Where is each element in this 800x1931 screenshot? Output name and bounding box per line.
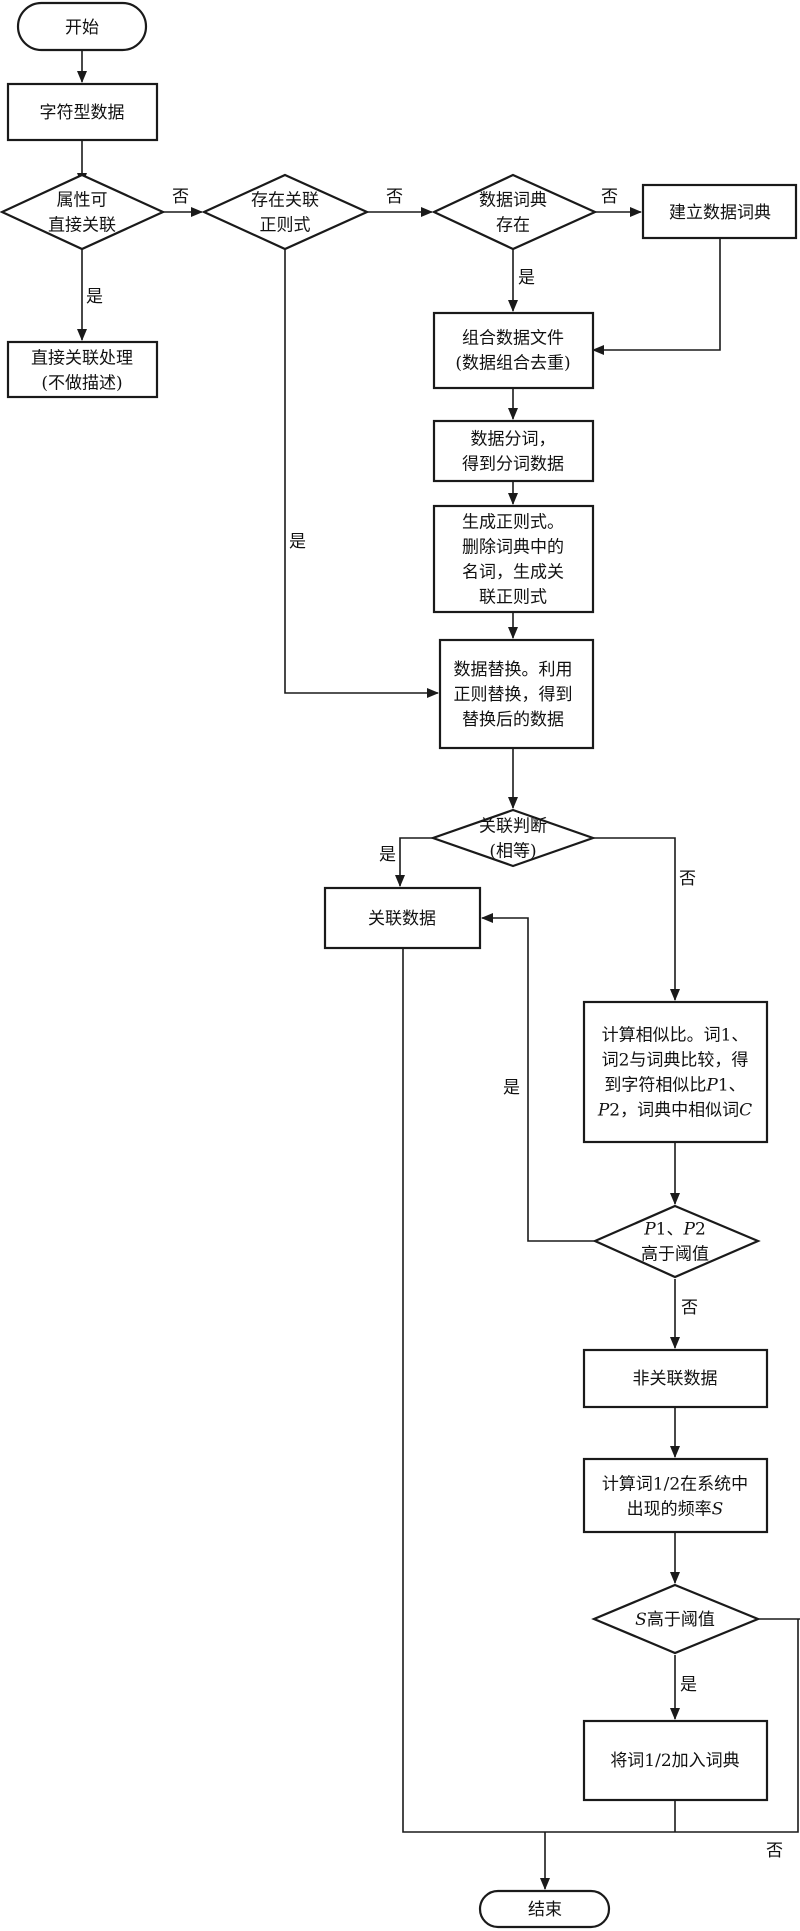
label-equal-no: 否 [679,869,696,889]
label-equal-yes: 是 [379,845,396,865]
edge-build-to-combine [592,238,721,355]
label-dict-no: 否 [601,187,618,207]
regex-decision [201,173,370,251]
edge-s-no-bottom [545,1619,799,1833]
dict-decision-label: 数据词典存在 [479,191,547,236]
attr-decision-label: 属性可直接关联 [48,191,116,236]
gen-regex-label: 生成正则式。删除词典中的名词，生成关联正则式 [462,513,564,608]
edge-equal-to-assoc [395,837,433,887]
direct-process-box [6,340,159,399]
label-regex-yes: 是 [289,532,306,552]
replace-box [438,638,595,750]
nonassoc-label: 非关联数据 [633,1369,718,1389]
label-thresh-yes: 是 [503,1078,520,1098]
label-dict-yes: 是 [518,268,535,288]
end-label: 结束 [528,1900,562,1920]
edge-thresh-to-assoc [481,913,595,1242]
equal-decision [429,808,597,868]
assoc-box [323,886,482,950]
label-thresh-no: 否 [681,1298,698,1318]
s-decision-label: S高于阈值 [635,1610,715,1630]
label-regex-no: 否 [386,187,403,207]
freq-label: 计算词1/2在系统中出现的频率S [602,1475,748,1520]
freq-box [582,1457,769,1534]
s-decision [591,1583,761,1655]
replace-label: 数据替换。利用正则替换，得到替换后的数据 [454,660,573,730]
attr-decision [0,173,166,251]
combine-label: 组合数据文件(数据组合去重) [455,329,570,374]
edge-regex-to-replace [284,249,439,698]
edge-labels: 否 是 否 是 否 是 是 否 是 否 是 否 [86,187,783,1861]
similar-label: 计算相似比。词1、词2与词典比较，得到字符相似比P1、P2，词典中相似词C [597,1026,752,1121]
label-s-yes: 是 [680,1675,697,1695]
segment-label: 数据分词，得到分词数据 [462,430,564,475]
similar-box [582,1000,769,1144]
thresh-decision [592,1204,761,1279]
char-data-box [6,82,159,142]
build-dict-box [641,183,798,240]
build-dict-label: 建立数据词典 [669,203,771,223]
label-attr-no: 否 [172,187,189,207]
edge-assoc-to-end [402,948,545,1833]
char-data-label: 字符型数据 [40,103,125,123]
gen-regex-box [432,504,595,614]
label-attr-yes: 是 [86,287,103,307]
segment-box [432,419,595,483]
regex-decision-label: 存在关联正则式 [251,191,319,236]
assoc-label: 关联数据 [368,909,436,929]
end-terminal [478,1889,611,1929]
nonassoc-box [582,1348,769,1409]
combine-box [432,311,595,390]
edge-equal-to-similar [593,837,680,1001]
add-dict-label: 将词1/2加入词典 [610,1751,739,1771]
dict-decision [431,173,598,251]
start-label: 开始 [65,18,99,38]
start-terminal [16,1,148,52]
edges [77,50,800,1890]
equal-decision-label: 关联判断(相等) [479,817,547,862]
label-s-no: 否 [766,1841,783,1861]
direct-process-label: 直接关联处理(不做描述) [31,349,133,394]
add-dict-box [582,1719,769,1802]
